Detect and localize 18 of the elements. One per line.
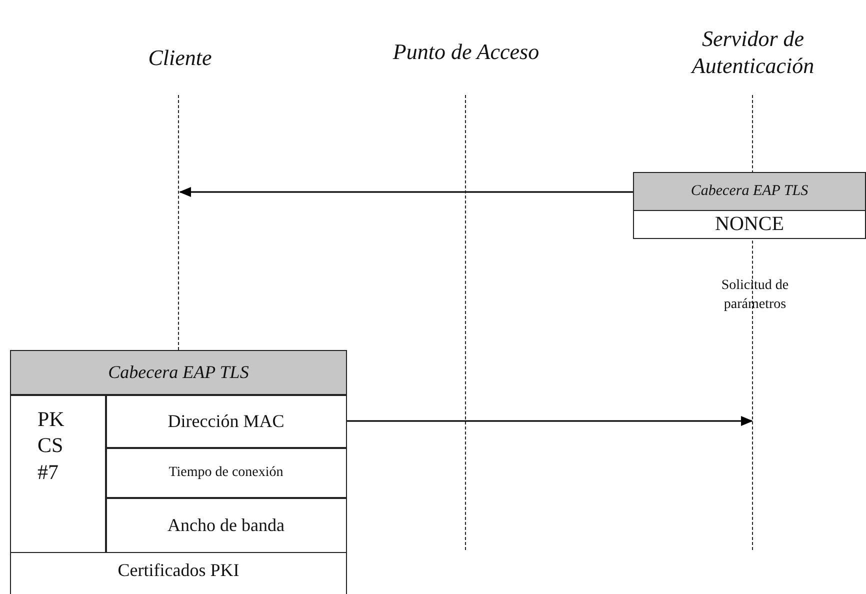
message-caption: Solicitud de parámetros — [720, 277, 790, 314]
arrow — [346, 416, 753, 426]
field-text: Tiempo de conexión — [168, 464, 284, 482]
message-box — [633, 172, 866, 239]
field-text: PK CS #7 — [38, 406, 66, 485]
participant-label: Servidor de Autenticación — [640, 12, 866, 92]
field-text: Ancho de banda — [168, 514, 284, 537]
field-text: NONCE — [714, 212, 785, 236]
message-box — [10, 350, 347, 594]
participant-label: Cliente — [80, 30, 280, 85]
arrow — [179, 187, 633, 197]
field-text: Certificados PKI — [116, 558, 240, 582]
message-header: Cabecera EAP TLS — [11, 351, 346, 395]
lifeline — [465, 95, 468, 550]
participant-label: Punto de Acceso — [366, 12, 566, 92]
lifeline — [178, 95, 180, 350]
message-header: Cabecera EAP TLS — [634, 173, 865, 211]
field-text: Dirección MAC — [168, 410, 284, 433]
